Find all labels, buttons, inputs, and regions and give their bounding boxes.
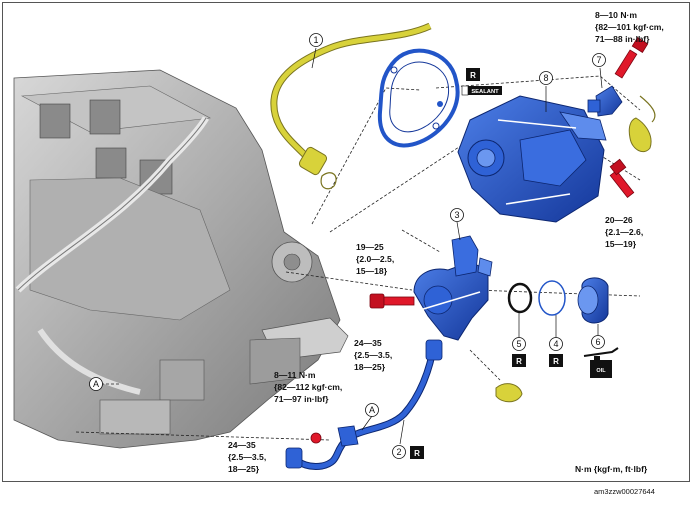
callout-8: 8 [539, 71, 553, 112]
callout-4: 4 [549, 315, 563, 351]
oil-label: OIL [596, 368, 606, 374]
torque-units-legend: N·m {kgf·m, ft·lbf} [575, 464, 648, 474]
svg-text:R: R [553, 357, 559, 366]
reference-a-engine: A [89, 377, 103, 391]
callout-6: 6 [591, 324, 605, 349]
svg-text:15—19}: 15—19} [605, 239, 637, 249]
engine-block [13, 69, 349, 449]
svg-text:{82—112 kgf·cm,: {82—112 kgf·cm, [274, 382, 342, 392]
torque-spec-part-3: 19—25 {2.0—2.5, 15—18} [356, 242, 394, 276]
callout-label-6: 6 [595, 337, 600, 347]
svg-text:{2.5—3.5,: {2.5—3.5, [354, 350, 392, 360]
torque-spec-connector: 24—35 {2.5—3.5, 18—25} [354, 338, 392, 372]
hose-clip [495, 383, 523, 403]
gasket [377, 48, 460, 148]
svg-text:R: R [414, 449, 420, 458]
sealant-badge: SEALANT [461, 85, 502, 96]
svg-text:18—25}: 18—25} [228, 464, 260, 474]
bolt-part-3 [369, 293, 415, 309]
bolt-part-7 [614, 37, 649, 79]
pump-body-part-8 [457, 95, 607, 223]
sealant-label: SEALANT [471, 89, 499, 95]
callout-label-1: 1 [313, 35, 318, 45]
bolt-part-8 [609, 158, 635, 199]
cup-part-6 [577, 277, 609, 324]
svg-text:24—35: 24—35 [228, 440, 256, 450]
svg-text:19—25: 19—25 [356, 242, 384, 252]
callout-1: 1 [309, 33, 323, 69]
svg-text:{2.1—2.6,: {2.1—2.6, [605, 227, 643, 237]
replace-badge-part-5: R [512, 354, 526, 367]
replace-badge-part-4: R [549, 354, 563, 367]
callout-3: 3 [450, 208, 464, 241]
callout-label-2: 2 [396, 447, 401, 457]
reference-a-pipe: A [361, 403, 379, 431]
callout-label-7: 7 [596, 55, 601, 65]
reference-a-pipe-label: A [369, 405, 375, 415]
sensor-part-7 [587, 85, 656, 153]
svg-text:R: R [516, 357, 522, 366]
replace-badge-part-2: R [410, 446, 424, 459]
svg-text:8—10 N·m: 8—10 N·m [595, 10, 637, 20]
svg-text:R: R [470, 71, 476, 80]
callout-label-5: 5 [516, 339, 521, 349]
callout-7: 7 [592, 53, 606, 89]
svg-text:{2.5—3.5,: {2.5—3.5, [228, 452, 266, 462]
svg-text:{82—101 kgf·cm,: {82—101 kgf·cm, [595, 22, 664, 32]
svg-text:24—35: 24—35 [354, 338, 382, 348]
torque-spec-part-8: 20—26 {2.1—2.6, 15—19} [605, 215, 643, 249]
callout-5: 5 [512, 312, 526, 351]
svg-text:71—97 in·lbf}: 71—97 in·lbf} [274, 394, 329, 404]
svg-text:20—26: 20—26 [605, 215, 633, 225]
torque-spec-part-2-nut: 24—35 {2.5—3.5, 18—25} [228, 440, 266, 474]
o-ring-part-4 [538, 280, 566, 316]
svg-text:71—88 in·lbf}: 71—88 in·lbf} [595, 34, 650, 44]
torque-spec-part-2-bolt: 8—11 N·m {82—112 kgf·cm, 71—97 in·lbf} [274, 370, 342, 404]
o-ring-part-5 [507, 282, 533, 314]
callout-2: 2 [392, 419, 406, 459]
svg-text:18—25}: 18—25} [354, 362, 386, 372]
oil-can-icon: OIL [583, 347, 619, 378]
svg-text:8—11 N·m: 8—11 N·m [274, 370, 316, 380]
torque-spec-part-7: 8—10 N·m {82—101 kgf·cm, 71—88 in·lbf} [595, 10, 664, 44]
figure-id: am3zzw00027644 [594, 487, 655, 496]
callout-label-8: 8 [543, 73, 548, 83]
fuel-hose-part-1 [270, 22, 432, 190]
fuel-pipe-part-2 [285, 339, 443, 470]
housing-part-3 [413, 235, 493, 341]
svg-text:15—18}: 15—18} [356, 266, 388, 276]
reference-a-engine-label: A [93, 379, 99, 389]
callout-label-3: 3 [454, 210, 459, 220]
bolt-part-2 [310, 432, 322, 444]
svg-text:{2.0—2.5,: {2.0—2.5, [356, 254, 394, 264]
callout-label-4: 4 [553, 339, 558, 349]
replace-badge-gasket: R [466, 68, 480, 81]
